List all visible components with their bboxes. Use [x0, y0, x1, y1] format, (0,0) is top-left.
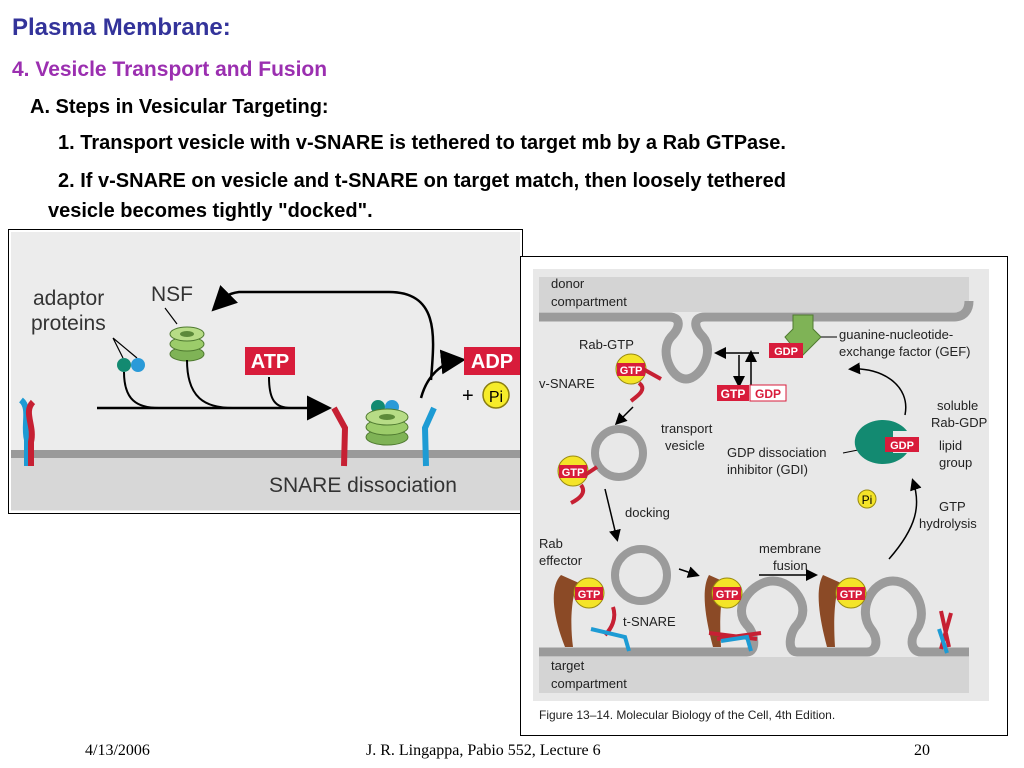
atp-label: ATP — [251, 351, 290, 373]
nsf-hexamer — [169, 326, 205, 362]
slide-title: Plasma Membrane: — [12, 14, 231, 41]
transport-label-line1: transport — [661, 421, 713, 436]
pi-circle — [482, 381, 510, 409]
pi-label: Pi — [489, 389, 503, 406]
gef-label-line2: exchange factor (GEF) — [839, 344, 971, 359]
gtp-hydrolysis-line2: hydrolysis — [919, 516, 977, 531]
step-1-text: 1. Transport vesicle with v-SNARE is tet… — [58, 132, 786, 154]
adp-box — [464, 347, 520, 375]
adaptor-label-line2: proteins — [31, 312, 106, 335]
gtp-label-vesicle: GTP — [562, 467, 585, 479]
gtp-box-exchange — [717, 385, 749, 401]
gef-label-line1: guanine-nucleotide- — [839, 327, 953, 342]
dissociated-snares — [331, 406, 437, 467]
adaptor-label-line1: adaptor — [33, 287, 104, 310]
rab-effector-line2: effector — [539, 553, 583, 568]
rab-cycle-figure: donor compartment target compartment Rab… — [520, 256, 1008, 736]
atp-box — [245, 347, 295, 375]
gdi-protein — [854, 420, 907, 464]
membrane-band — [11, 455, 520, 510]
soluble-label-line2: Rab-GDP — [931, 415, 987, 430]
step-2-text-line1: 2. If v-SNARE on vesicle and t-SNARE on … — [58, 170, 786, 192]
footer-credit: J. R. Lingappa, Pabio 552, Lecture 6 — [366, 742, 601, 759]
docked-vesicle — [611, 545, 671, 605]
gdp-label-gdi: GDP — [890, 440, 914, 452]
rab-effector-line1: Rab — [539, 536, 563, 551]
lipid-label-line2: group — [939, 455, 972, 470]
target-label-line2: compartment — [551, 676, 627, 691]
transport-vesicle — [591, 425, 647, 481]
gdi-label-line2: inhibitor (GDI) — [727, 462, 808, 477]
donor-label-line1: donor — [551, 276, 585, 291]
recycle-arrow — [211, 285, 435, 381]
gdp-label-gef: GDP — [774, 346, 798, 358]
slide-subtitle: 4. Vesicle Transport and Fusion — [12, 58, 328, 81]
target-membrane — [539, 576, 969, 657]
gtp-hydrolysis-line1: GTP — [939, 499, 966, 514]
snare-dissociation-caption: SNARE dissociation — [269, 474, 457, 497]
fusion-label-line1: membrane — [759, 541, 821, 556]
gdi-label-line1: GDP dissociation — [727, 445, 826, 460]
snare-dissociation-figure: adaptor proteins NSF ATP ADP + Pi SNARE … — [8, 229, 523, 514]
steps-heading: A. Steps in Vesicular Targeting: — [30, 96, 329, 118]
t-snare-label: t-SNARE — [623, 614, 676, 629]
target-label-line1: target — [551, 658, 585, 673]
transport-label-line2: vesicle — [665, 438, 705, 453]
step-2-text-line2: vesicle becomes tightly "docked". — [48, 200, 373, 222]
docking-label: docking — [625, 505, 670, 520]
nsf-label: NSF — [151, 283, 193, 306]
gtp-label-fusion2: GTP — [840, 589, 863, 601]
footer-page-number: 20 — [914, 742, 930, 759]
adaptor-protein-dot-1 — [117, 358, 131, 372]
pi-label-right: Pi — [862, 493, 873, 507]
snare-complex-left — [18, 397, 36, 466]
rab-gtp-label: Rab-GTP — [579, 337, 634, 352]
soluble-label-line1: soluble — [937, 398, 978, 413]
lipid-label-line1: lipid — [939, 438, 962, 453]
pi-circle-right — [857, 489, 877, 509]
gtp-label-bud: GTP — [620, 365, 643, 377]
plus-sign: + — [462, 385, 474, 407]
rab-effector-protein — [553, 575, 579, 647]
membrane-line — [11, 450, 520, 458]
footer-date: 4/13/2006 — [85, 742, 150, 759]
gtp-label-fusion1: GTP — [716, 589, 739, 601]
adaptor-protein-dot-2 — [131, 358, 145, 372]
fusion-label-line2: fusion — [773, 558, 808, 573]
donor-membrane — [539, 300, 974, 384]
nsf-bound — [365, 400, 409, 446]
v-snare-label: v-SNARE — [539, 376, 595, 391]
adp-label: ADP — [471, 351, 513, 373]
gtp-label-exchange: GTP — [721, 387, 746, 401]
donor-label-line2: compartment — [551, 294, 627, 309]
figure-caption: Figure 13–14. Molecular Biology of the C… — [539, 708, 835, 722]
gtp-label-docked: GTP — [578, 589, 601, 601]
gdp-label-exchange: GDP — [755, 387, 781, 401]
